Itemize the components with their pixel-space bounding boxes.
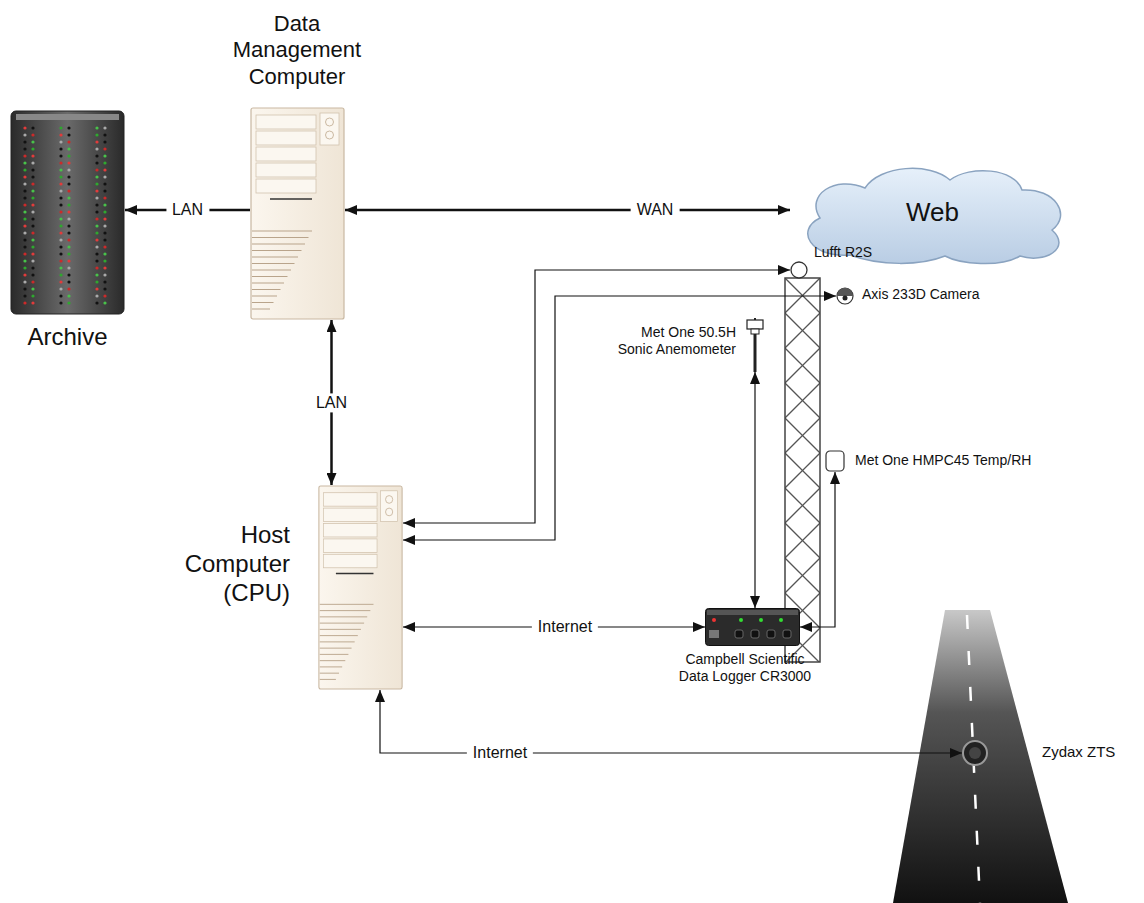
road-sensor-node: Zydax ZTS: [962, 740, 988, 766]
connector-label: Internet: [467, 743, 533, 762]
sensor-node: Lufft R2S: [790, 261, 808, 279]
data-logger-icon: [705, 608, 800, 646]
device-label: Met One 50.5H Sonic Anemometer: [612, 324, 736, 358]
connector: [403, 296, 836, 540]
computer-node: Host Computer (CPU): [318, 485, 403, 690]
device-label: Zydax ZTS: [1042, 743, 1115, 761]
connector: [800, 472, 835, 627]
connector: [403, 270, 790, 523]
computer-icon: [318, 485, 403, 690]
device-label: Axis 233D Camera: [862, 286, 980, 303]
camera-icon: [836, 287, 854, 305]
device-label: Host Computer (CPU): [172, 521, 290, 607]
device-label: Campbell Scientific Data Logger CR3000: [670, 651, 820, 685]
device-label: Lufft R2S: [814, 244, 872, 261]
tower-mast: [785, 278, 820, 662]
camera-node: Axis 233D Camera: [836, 287, 854, 305]
connector: [345, 209, 790, 212]
data-logger-node: Campbell Scientific Data Logger CR3000: [705, 608, 800, 646]
road: [893, 610, 1068, 903]
archive-rack-icon: [10, 110, 125, 315]
sensor-circle: [790, 261, 808, 279]
connector-label: LAN: [166, 200, 209, 219]
anemometer-node: Met One 50.5H Sonic Anemometer: [742, 318, 768, 372]
device-label: Archive: [5, 323, 130, 352]
anemometer-icon: [742, 318, 768, 372]
temp-rh-sensor: [825, 450, 845, 472]
connector: [754, 372, 755, 608]
computer-node: Data Management Computer: [250, 107, 345, 320]
device-label: Met One HMPC45 Temp/RH: [855, 452, 1031, 469]
sensor-node: Met One HMPC45 Temp/RH: [825, 450, 845, 472]
connector-label: LAN: [310, 393, 353, 412]
connector-label: Internet: [532, 617, 598, 636]
computer-icon: [250, 107, 345, 320]
connector-label: WAN: [631, 200, 680, 219]
device-label: Data Management Computer: [212, 11, 382, 90]
road-sensor-puck: [962, 740, 988, 766]
archive-node: Archive: [10, 110, 125, 315]
